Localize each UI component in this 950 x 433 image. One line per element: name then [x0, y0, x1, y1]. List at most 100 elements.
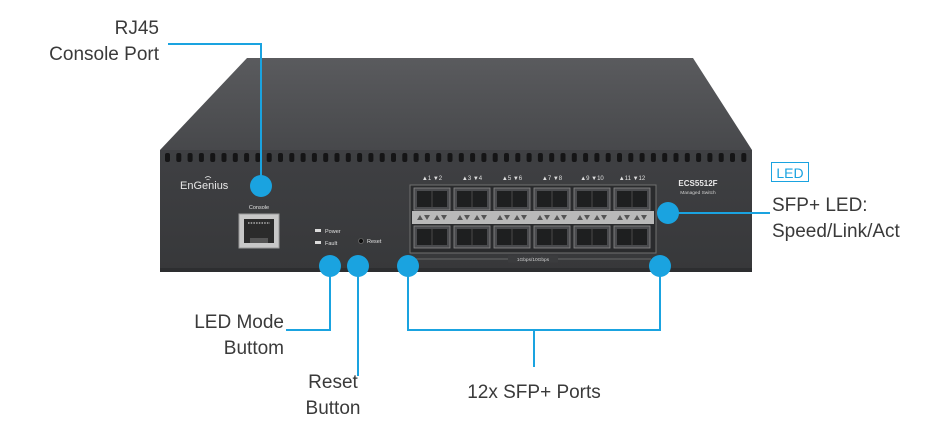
sfp-led-arrows — [417, 215, 647, 220]
sfp-led-arrow — [424, 215, 430, 220]
vent-slot — [391, 153, 396, 162]
vent-slot — [662, 153, 668, 162]
reset-label: Reset — [367, 239, 382, 245]
vent-slot — [730, 153, 735, 162]
vent-slot — [165, 153, 170, 162]
sfp-port[interactable] — [493, 225, 531, 249]
vent-slot — [537, 153, 543, 162]
vent-slot — [379, 153, 385, 162]
sfp-led-arrow — [474, 215, 480, 220]
sfp-led-arrow — [554, 215, 560, 220]
sfp-led-arrow — [464, 215, 470, 220]
sfp-port[interactable] — [613, 225, 651, 249]
reset-pinhole[interactable] — [358, 238, 364, 244]
vent-slot — [187, 153, 193, 162]
sfp-led-arrow — [617, 215, 623, 220]
vent-slot — [617, 153, 622, 162]
sfp-port[interactable] — [533, 225, 571, 249]
sfp-led-arrow — [594, 215, 600, 220]
model-name: ECS5512F — [678, 179, 717, 188]
vent-slot — [718, 153, 724, 162]
vent-slot — [255, 153, 261, 162]
brand-logo: EnGenius — [180, 180, 229, 192]
sfp-port[interactable] — [493, 187, 531, 211]
vent-slot — [492, 153, 498, 162]
rj45-callout-line2: Console Port — [49, 44, 159, 65]
vent-slot — [357, 153, 363, 162]
vent-slot — [549, 153, 555, 162]
port-number-label: ▲9 ▼10 — [580, 176, 604, 182]
vent-slot — [673, 153, 679, 162]
vent-slot — [413, 153, 419, 162]
sfp-led-arrow — [641, 215, 647, 220]
sfp-led-arrow — [514, 215, 520, 220]
vent-slot — [684, 153, 690, 162]
callout-dots — [250, 175, 679, 277]
led-mode-dot — [319, 255, 341, 277]
port-number-label: ▲11 ▼12 — [619, 176, 646, 182]
sfp-port[interactable] — [573, 225, 611, 249]
sfp-port-grid — [413, 187, 651, 249]
speed-label: 1Gbps/10Gbps — [517, 257, 550, 263]
vent-slot — [571, 153, 577, 162]
sfp-port[interactable] — [573, 187, 611, 211]
vent-slot — [278, 153, 283, 162]
reset-callout-line1: Reset — [308, 372, 358, 393]
vent-slot — [289, 153, 295, 162]
sfp-led-arrow — [457, 215, 463, 220]
chassis-base — [160, 268, 752, 272]
port-number-label: ▲5 ▼6 — [502, 176, 523, 182]
wifi-icon — [204, 176, 212, 181]
reset-callout: Reset Button — [298, 370, 368, 422]
port-number-label: ▲3 ▼4 — [462, 176, 483, 182]
fault-led — [315, 241, 321, 244]
vent-slot — [447, 153, 453, 162]
vent-slot — [210, 153, 216, 162]
port-number-row: ▲1 ▼2▲3 ▼4▲5 ▼6▲7 ▼8▲9 ▼10▲11 ▼12 — [422, 176, 646, 182]
chassis-top — [160, 58, 752, 150]
sfp-right-dot — [649, 255, 671, 277]
sfp-led-arrow — [584, 215, 590, 220]
sfp-led-dot — [657, 202, 679, 224]
sfp-port[interactable] — [413, 225, 451, 249]
sfp-led-arrow — [537, 215, 543, 220]
sfp-left-dot — [397, 255, 419, 277]
vent-slot — [583, 153, 589, 162]
led-mode-line1: LED Mode — [194, 312, 284, 333]
sfp-port[interactable] — [533, 187, 571, 211]
vent-slot — [176, 153, 182, 162]
sfp-port[interactable] — [613, 187, 651, 211]
vent-slot — [232, 153, 238, 162]
fault-label: Fault — [325, 241, 338, 247]
sfp-port[interactable] — [453, 187, 491, 211]
sfp-port[interactable] — [453, 225, 491, 249]
vent-slot — [323, 153, 329, 162]
vent-slot — [639, 153, 645, 162]
vent-slot — [605, 153, 611, 162]
sfp-port[interactable] — [413, 187, 451, 211]
rj45-console-port[interactable] — [238, 213, 280, 249]
sfp-ports-callout: 12x SFP+ Ports — [454, 380, 614, 406]
vent-slot — [402, 153, 408, 162]
vent-slot — [244, 153, 250, 162]
vent-slot — [368, 153, 374, 162]
vent-slot — [504, 153, 509, 162]
sfp-led-callout: SFP+ LED: Speed/Link/Act — [772, 193, 900, 245]
sfp-led-arrow — [521, 215, 527, 220]
sfp-led-arrow — [544, 215, 550, 220]
vent-slot — [300, 153, 306, 162]
sfp-led-line2: Speed/Link/Act — [772, 221, 900, 242]
vent-row — [165, 153, 747, 162]
vent-slot — [696, 153, 702, 162]
vent-slot — [198, 153, 204, 162]
sfp-led-arrow — [497, 215, 503, 220]
sfp-led-arrow — [441, 215, 447, 220]
rj45-console-callout: RJ45 Console Port — [49, 16, 159, 68]
sfp-led-arrow — [504, 215, 510, 220]
sfp-led-arrow — [601, 215, 607, 220]
rj45-callout-line1: RJ45 — [114, 18, 159, 39]
led-mode-callout: LED Mode Buttom — [194, 310, 284, 362]
sfp-led-arrow — [634, 215, 640, 220]
sfp-led-arrow — [561, 215, 567, 220]
